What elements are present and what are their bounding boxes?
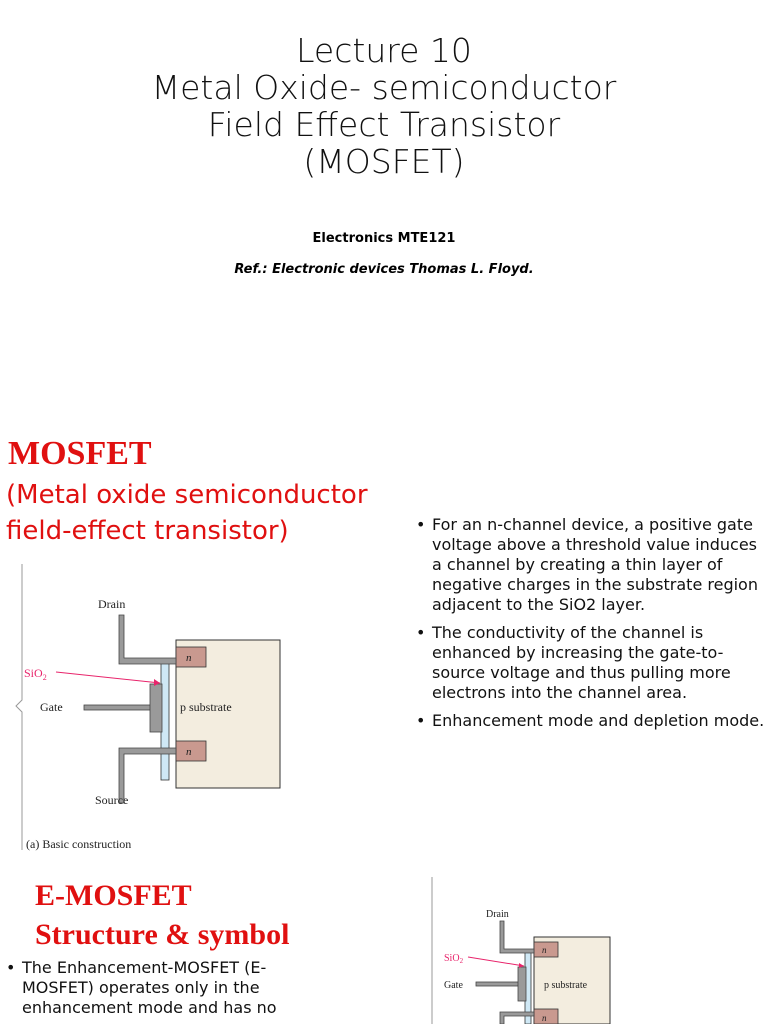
bullet-item: The Enhancement-MOSFET (E-MOSFET) operat… bbox=[6, 958, 326, 1018]
course-name: Electronics MTE121 bbox=[312, 231, 456, 246]
gate-lead bbox=[475, 981, 521, 987]
drain-label: Drain bbox=[98, 597, 125, 611]
gate-plate bbox=[517, 966, 527, 1002]
mosfet-subheading-line-1: (Metal oxide semiconductor bbox=[6, 480, 368, 510]
gate-lead bbox=[83, 704, 153, 711]
title-line-3: Field Effect Transistor bbox=[207, 105, 561, 144]
mosfet-construction-diagram: Drain SiO2 Gate n n p substrate Source (… bbox=[15, 564, 281, 851]
bullet-list: For an n-channel device, a positive gate… bbox=[416, 515, 766, 739]
gate-label: Gate bbox=[40, 700, 63, 714]
title-line-4: (MOSFET) bbox=[303, 142, 465, 181]
drain-lead bbox=[499, 920, 535, 954]
gate-label: Gate bbox=[444, 980, 463, 991]
n-bottom-label: n bbox=[186, 746, 192, 758]
emosfet-subheading: Structure & symbol bbox=[35, 918, 290, 951]
bullet-item: The conductivity of the channel is enhan… bbox=[416, 623, 766, 703]
gate-plate bbox=[149, 683, 163, 733]
source-lead bbox=[118, 747, 177, 804]
substrate-label: p substrate bbox=[180, 700, 232, 714]
mosfet-heading: MOSFET bbox=[8, 435, 152, 472]
sio2-pointer bbox=[55, 671, 161, 684]
sio2-pointer bbox=[467, 956, 525, 967]
mosfet-subheading-line-2: field-effect transistor) bbox=[6, 516, 289, 546]
reference-text: Ref.: Electronic devices Thomas L. Floyd… bbox=[234, 262, 534, 277]
emosfet-construction-diagram: Drain SiO2 Gate n n p substrate bbox=[431, 877, 611, 1025]
title-line-2: Metal Oxide- semiconductor bbox=[151, 68, 617, 107]
bullet-item: For an n-channel device, a positive gate… bbox=[416, 515, 766, 615]
content-slide: MOSFET (Metal oxide semiconductor field-… bbox=[0, 405, 768, 1025]
drain-lead bbox=[118, 614, 177, 665]
emosfet-heading: E-MOSFET bbox=[35, 879, 192, 912]
mosfet-construction-figure: Drain SiO2 Gate n n p substrate Source (… bbox=[14, 560, 350, 852]
substrate-label: p substrate bbox=[544, 980, 588, 991]
drain-label: Drain bbox=[486, 909, 509, 920]
n-region-top bbox=[175, 646, 207, 668]
bullet-item: Enhancement mode and depletion mode. bbox=[416, 711, 766, 731]
slide-title: Lecture 10 Metal Oxide- semiconductor Fi… bbox=[0, 32, 768, 180]
emosfet-construction-figure: Drain SiO2 Gate n n p substrate bbox=[430, 875, 668, 1025]
title-slide: Lecture 10 Metal Oxide- semiconductor Fi… bbox=[0, 0, 768, 405]
n-bottom-label: n bbox=[542, 1013, 547, 1023]
source-label: Source bbox=[95, 793, 128, 807]
figure-caption: (a) Basic construction bbox=[26, 837, 131, 851]
title-line-1: Lecture 10 bbox=[296, 31, 472, 70]
sio2-label: SiO2 bbox=[444, 953, 464, 965]
n-top-label: n bbox=[542, 945, 547, 955]
sio2-label: SiO2 bbox=[24, 666, 47, 682]
n-top-label: n bbox=[186, 652, 192, 664]
emosfet-bullet-list: The Enhancement-MOSFET (E-MOSFET) operat… bbox=[6, 958, 326, 1018]
